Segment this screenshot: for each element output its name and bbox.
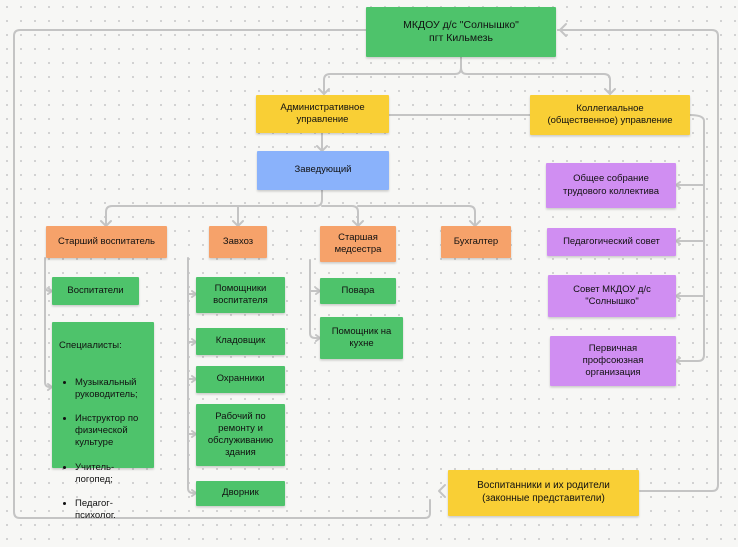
specialists-title: Специалисты: (59, 340, 122, 352)
collegial-node[interactable]: Коллегиальное (общественное) управление (530, 95, 690, 135)
specialists-item: Учитель-логопед; (75, 462, 147, 486)
specialists-item: Педагог-психолог. (75, 498, 147, 522)
teachers-node[interactable]: Воспитатели (52, 277, 139, 305)
root-node[interactable]: МКДОУ д/с "Солнышко" пгт Кильмезь (366, 7, 556, 57)
root-to-branches (323, 56, 462, 95)
specialists-item: Музыкальный руководитель; (75, 377, 147, 401)
guards-node[interactable]: Охранники (196, 366, 285, 393)
head-node[interactable]: Заведующий (257, 151, 389, 190)
specialists-list: Музыкальный руководитель; Инструктор по … (59, 364, 147, 534)
root-to-collegial (460, 67, 611, 95)
return-connector (557, 29, 719, 492)
org-chart-canvas: МКДОУ д/с "Солнышко" пгт Кильмезь Админи… (0, 0, 738, 533)
assistant-teachers-node[interactable]: Помощники воспитателя (196, 277, 285, 313)
head-to-nurse (321, 205, 359, 227)
head-to-accountant (357, 205, 476, 227)
general-meeting-node[interactable]: Общее собрание трудового коллектива (546, 163, 676, 208)
cooks-node[interactable]: Повара (320, 278, 396, 304)
storekeeper-node[interactable]: Кладовщик (196, 328, 285, 355)
specialists-item: Инструктор по физической культуре (75, 413, 147, 449)
council-node[interactable]: Совет МКДОУ д/с "Солнышко" (548, 275, 676, 317)
maintenance-node[interactable]: Рабочий по ремонту и обслуживанию здания (196, 404, 285, 466)
union-node[interactable]: Первичная профсоюзная организация (550, 336, 676, 386)
loop-connector (13, 29, 431, 519)
pupils-arrowhead (438, 484, 446, 498)
senior-teacher-tree (44, 257, 53, 388)
janitor-node[interactable]: Дворник (196, 481, 285, 506)
head-to-departments (105, 189, 323, 227)
ped-council-node[interactable]: Педагогический совет (547, 228, 676, 256)
nurse-tree (309, 259, 321, 339)
senior-nurse-node[interactable]: Старшая медсестра (320, 226, 396, 262)
senior-teacher-node[interactable]: Старший воспитатель (46, 226, 167, 258)
caretaker-node[interactable]: Завхоз (209, 226, 267, 258)
kitchen-helper-node[interactable]: Помощник на кухне (320, 317, 403, 359)
admin-node[interactable]: Административное управление (256, 95, 389, 133)
collegial-tree (675, 114, 705, 362)
caretaker-tree (187, 257, 197, 494)
accountant-node[interactable]: Бухгалтер (441, 226, 511, 258)
specialists-node[interactable]: Специалисты: Музыкальный руководитель; И… (52, 322, 154, 521)
pupils-parents-node[interactable]: Воспитанники и их родители (законные пре… (448, 470, 639, 516)
